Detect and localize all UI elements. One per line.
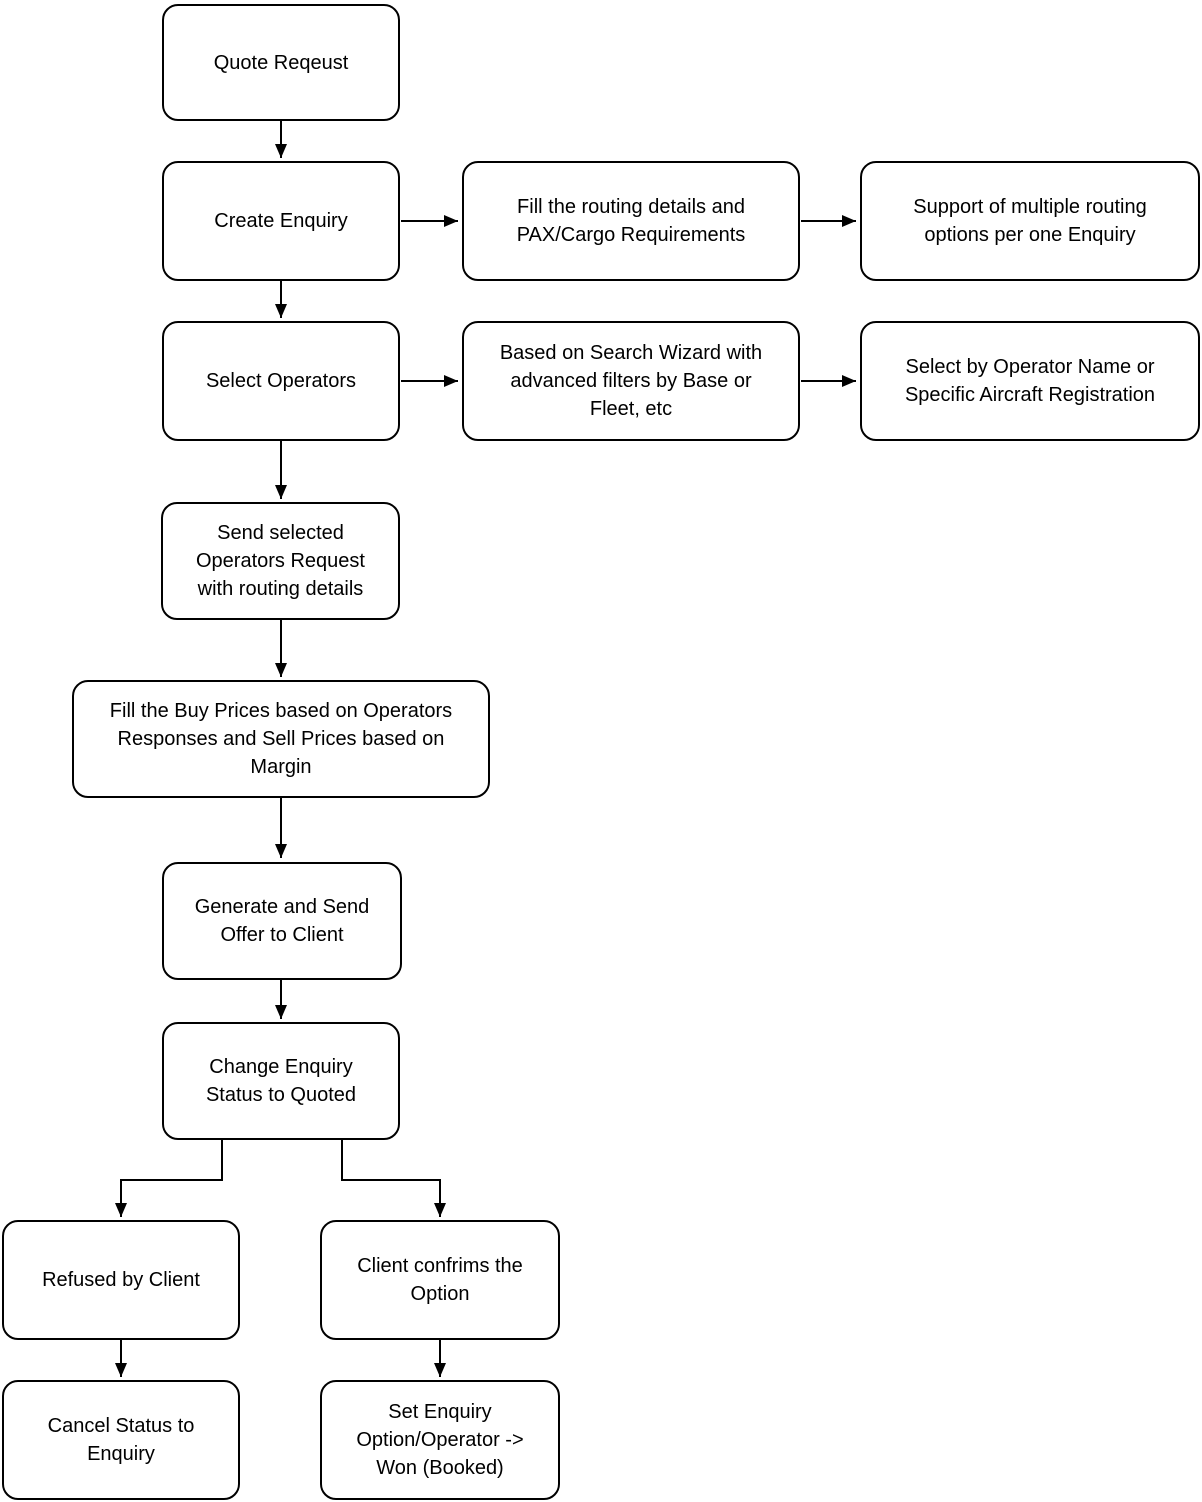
node-quote-request: Quote Reqeust — [162, 4, 400, 121]
node-label: Client confrims the Option — [357, 1255, 523, 1305]
node-support-multiple-routing: Support of multiple routing options per … — [860, 161, 1200, 281]
node-fill-routing-details: Fill the routing details and PAX/Cargo R… — [462, 161, 800, 281]
node-client-confirms-option: Client confrims the Option — [320, 1220, 560, 1340]
node-label: Generate and Send Offer to Client — [194, 896, 370, 946]
node-label: Change Enquiry Status to Quoted — [205, 1056, 357, 1106]
node-label: Fill the routing details and PAX/Cargo R… — [516, 196, 746, 246]
node-label: Set Enquiry Option/Operator -> Won (Book… — [356, 1401, 524, 1479]
node-label: Select by Operator Name or Specific Airc… — [904, 356, 1156, 406]
node-refused-by-client: Refused by Client — [2, 1220, 240, 1340]
edge-change-status-to-refused-by-client — [115, 1140, 223, 1217]
node-search-wizard: Based on Search Wizard with advanced fil… — [462, 321, 800, 441]
node-set-enquiry-won-booked: Set Enquiry Option/Operator -> Won (Book… — [320, 1380, 560, 1500]
node-select-operators: Select Operators — [162, 321, 400, 441]
edge-change-status-to-client-confirms — [341, 1140, 446, 1217]
node-send-operators-request: Send selected Operators Request with rou… — [161, 502, 400, 620]
node-fill-buy-prices: Fill the Buy Prices based on Operators R… — [72, 680, 490, 798]
node-label: Based on Search Wizard with advanced fil… — [499, 342, 763, 420]
node-label: Select Operators — [205, 370, 357, 392]
node-create-enquiry: Create Enquiry — [162, 161, 400, 281]
node-label: Send selected Operators Request with rou… — [196, 522, 365, 600]
node-label: Create Enquiry — [214, 210, 348, 232]
node-cancel-status-enquiry: Cancel Status to Enquiry — [2, 1380, 240, 1500]
node-label: Support of multiple routing options per … — [913, 196, 1147, 246]
node-label: Refused by Client — [42, 1269, 200, 1291]
node-label: Fill the Buy Prices based on Operators R… — [109, 700, 453, 778]
node-generate-send-offer: Generate and Send Offer to Client — [162, 862, 402, 980]
node-select-by-operator-name: Select by Operator Name or Specific Airc… — [860, 321, 1200, 441]
node-change-status-quoted: Change Enquiry Status to Quoted — [162, 1022, 400, 1140]
node-label: Quote Reqeust — [213, 51, 349, 74]
node-label: Cancel Status to Enquiry — [47, 1415, 195, 1465]
